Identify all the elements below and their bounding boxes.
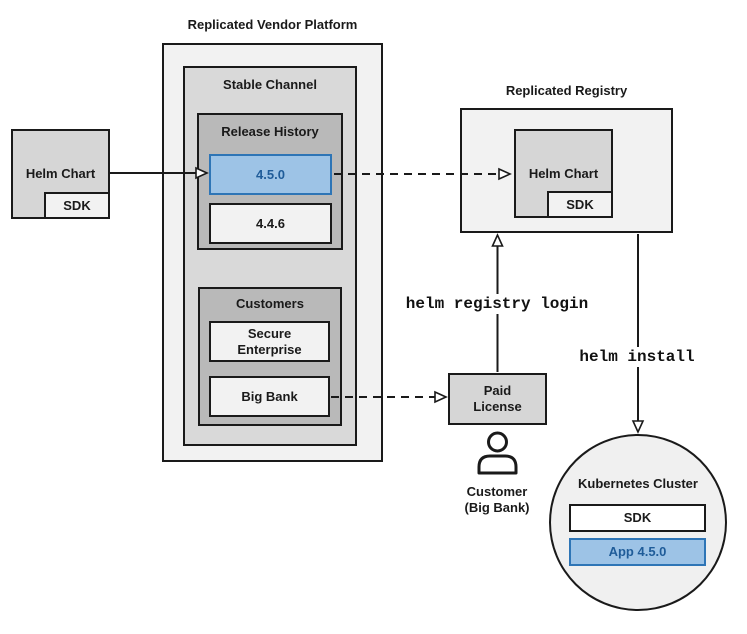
customer-big-bank-label: Big Bank xyxy=(241,388,298,404)
stable-channel-label: Stable Channel xyxy=(223,77,317,92)
registry-helm-chart-label: Helm Chart xyxy=(528,165,599,181)
cluster-sdk-box: SDK xyxy=(569,504,706,532)
vendor-platform-title: Replicated Vendor Platform xyxy=(187,17,358,32)
registry-sdk-box: SDK xyxy=(547,191,613,218)
version-4-4-6-box: 4.4.6 xyxy=(209,203,332,244)
arrow-registry-to-cluster xyxy=(631,234,645,434)
customer-caption: Customer (Big Bank) xyxy=(437,484,557,516)
registry-title: Replicated Registry xyxy=(505,83,628,98)
cluster-app-box: App 4.5.0 xyxy=(569,538,706,566)
customers-label: Customers xyxy=(236,296,304,311)
customer-big-bank-box: Big Bank xyxy=(209,376,330,417)
cluster-app-label: App 4.5.0 xyxy=(608,544,667,559)
command-helm-install: helm install xyxy=(576,347,698,367)
paid-license-label: Paid License xyxy=(473,383,522,414)
source-sdk-box: SDK xyxy=(44,192,110,219)
version-4-5-0-label: 4.5.0 xyxy=(256,166,285,182)
command-helm-registry-login: helm registry login xyxy=(402,294,592,314)
release-history-label: Release History xyxy=(221,124,319,139)
customer-caption-line2: (Big Bank) xyxy=(464,500,530,515)
version-4-4-6-label: 4.4.6 xyxy=(256,215,285,231)
cluster-sdk-label: SDK xyxy=(623,510,652,525)
paid-license-box: Paid License xyxy=(448,373,547,425)
version-4-5-0-box: 4.5.0 xyxy=(209,154,332,195)
customer-caption-line1: Customer xyxy=(466,484,528,499)
registry-sdk-label: SDK xyxy=(566,196,594,212)
kubernetes-cluster-label: Kubernetes Cluster xyxy=(578,476,698,491)
source-sdk-label: SDK xyxy=(63,197,91,213)
customer-secure-enterprise-label: Secure Enterprise xyxy=(237,325,302,357)
person-icon xyxy=(477,431,518,475)
source-helm-chart-label: Helm Chart xyxy=(25,166,96,181)
customer-secure-enterprise-box: Secure Enterprise xyxy=(209,321,330,362)
